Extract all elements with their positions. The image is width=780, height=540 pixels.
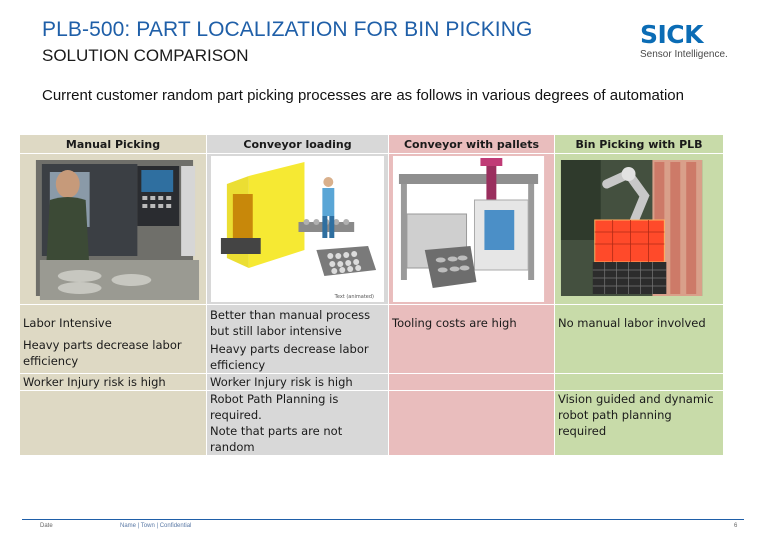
conveyor-item-1: Better than manual process but still lab… (210, 308, 371, 338)
conveyor-injury-text: Worker Injury risk is high (210, 375, 353, 389)
page-subtitle: SOLUTION COMPARISON (42, 46, 249, 65)
footer-date: Date (40, 523, 53, 529)
page-title: PLB-500: PART LOCALIZATION FOR BIN PICKI… (42, 18, 533, 41)
sick-logo: SICK Sensor Intelligence. (640, 22, 745, 64)
header-conveyor-loading: Conveyor loading (206, 134, 389, 154)
conveyor-path-item-1: Robot Path Planning is required. (210, 392, 339, 422)
logo-wordmark: SICK (640, 20, 704, 49)
manual-cell-path (19, 390, 207, 456)
conveyor-pallets-image (388, 153, 555, 305)
footer-divider (22, 519, 744, 520)
footer-classification: Name | Town | Confidential (120, 523, 192, 529)
table-row: Labor Intensive Heavy parts decrease lab… (19, 304, 724, 374)
pallets-cell-path (388, 390, 555, 456)
conveyor-cell-path: Robot Path Planning is required. Note th… (206, 390, 389, 456)
pallets-cell-injury (388, 373, 555, 391)
pallets-cell-labor: Tooling costs are high (388, 304, 555, 374)
bin-cell-injury (554, 373, 724, 391)
table-row: Robot Path Planning is required. Note th… (19, 390, 724, 456)
header-bin-picking: Bin Picking with PLB (554, 134, 724, 154)
image-row: Text (animated) (19, 153, 724, 305)
pallets-item-1: Tooling costs are high (392, 316, 517, 330)
conveyor-cell-injury: Worker Injury risk is high (206, 373, 389, 391)
manual-cell-labor: Labor Intensive Heavy parts decrease lab… (19, 304, 207, 374)
conveyor-item-2: Heavy parts decrease labor efficiency (210, 342, 369, 372)
bin-cell-path: Vision guided and dynamic robot path pla… (554, 390, 724, 456)
intro-text: Current customer random part picking pro… (42, 87, 684, 104)
conveyor-cell-labor: Better than manual process but still lab… (206, 304, 389, 374)
header-manual-picking: Manual Picking (19, 134, 207, 154)
manual-item-1: Labor Intensive (23, 316, 112, 330)
table-row: Worker Injury risk is high Worker Injury… (19, 373, 724, 391)
page-number: 6 (734, 523, 738, 529)
conveyor-path-item-2: Note that parts are not random (210, 424, 343, 454)
logo-tagline: Sensor Intelligence. (640, 49, 728, 60)
table-header-row: Manual Picking Conveyor loading Conveyor… (19, 134, 724, 154)
image-caption: Text (animated) (334, 294, 374, 300)
comparison-table: Manual Picking Conveyor loading Conveyor… (19, 134, 724, 456)
bin-path-text: Vision guided and dynamic robot path pla… (558, 392, 714, 438)
header-conveyor-pallets: Conveyor with pallets (388, 134, 555, 154)
conveyor-loading-image: Text (animated) (206, 153, 389, 305)
bin-picking-image (554, 153, 724, 305)
manual-item-2: Heavy parts decrease labor efficiency (23, 338, 182, 368)
bin-item-1: No manual labor involved (558, 316, 706, 330)
manual-injury-text: Worker Injury risk is high (23, 375, 166, 389)
bin-cell-labor: No manual labor involved (554, 304, 724, 374)
manual-picking-image (19, 153, 207, 305)
manual-cell-injury: Worker Injury risk is high (19, 373, 207, 391)
